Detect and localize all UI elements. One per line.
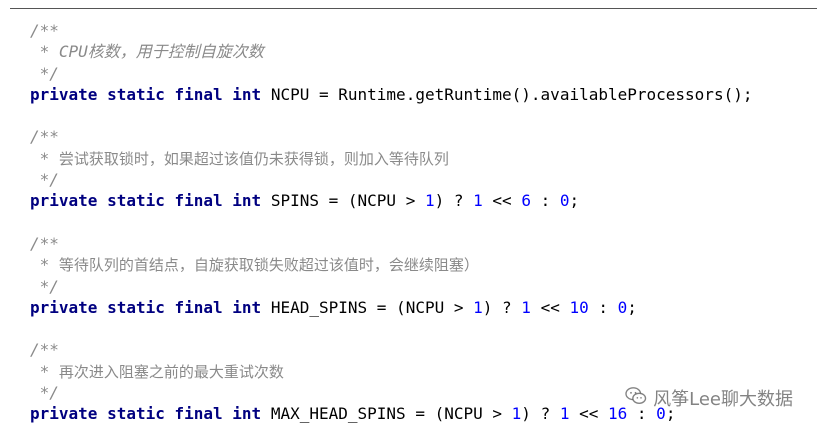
expr-part: << [482, 191, 522, 211]
blank-line [30, 105, 820, 126]
watermark: 风筝Lee聊大数据 [625, 385, 793, 411]
declaration-line: private static final int HEAD_SPINS = (N… [30, 297, 820, 318]
number-literal: 1 [521, 297, 531, 317]
code-block-head-spins: /** * 等待队列的首结点，自旋获取锁失败超过该值时，会继续阻塞） */ pr… [30, 233, 820, 318]
number-literal: 1 [511, 404, 522, 424]
keywords: private static final int [30, 84, 262, 104]
comment-open: /** [30, 21, 59, 40]
blank-line [30, 212, 820, 233]
expr-part: = (NCPU > [405, 404, 512, 424]
number-literal: 1 [424, 191, 435, 211]
field-name: NCPU [270, 84, 310, 104]
number-literal: 1 [473, 191, 483, 211]
expr-part: << [569, 404, 608, 424]
comment-prefix: * [30, 148, 59, 168]
number-literal: 16 [608, 404, 628, 424]
comment-close: */ [30, 276, 59, 296]
statement-end: ; [627, 297, 637, 317]
expr-part: : [627, 404, 657, 424]
expr-part: = (NCPU > [367, 297, 474, 317]
number-literal: 10 [569, 297, 589, 317]
comment-open: /** [30, 340, 59, 360]
comment-line: * CPU核数，用于控制自旋次数 [30, 41, 820, 62]
statement-end: ; [569, 191, 580, 211]
comment-line: * 尝试获取锁时，如果超过该值仍未获得锁，则加入等待队列 [30, 148, 820, 169]
comment-prefix: * [30, 361, 59, 381]
comment-close: */ [30, 383, 59, 403]
expr-part: : [588, 297, 618, 317]
number-literal: 6 [521, 191, 531, 211]
keywords: private static final int [30, 297, 262, 317]
expr-part: = (NCPU > [319, 191, 425, 211]
blank-line [30, 318, 820, 339]
top-divider [10, 8, 817, 9]
field-name: MAX_HEAD_SPINS [270, 404, 406, 424]
expr-part: ) ? [482, 297, 522, 317]
comment-open: /** [30, 233, 59, 253]
comment-prefix: * [30, 255, 59, 275]
comment-close: */ [30, 170, 59, 190]
field-name: SPINS [270, 191, 319, 211]
field-name: HEAD_SPINS [270, 297, 368, 317]
statement-end: ; [665, 404, 676, 424]
comment-close: */ [30, 63, 59, 83]
expr-part: ) ? [521, 404, 560, 424]
comment-open: /** [30, 127, 59, 147]
comment-line: * 等待队列的首结点，自旋获取锁失败超过该值时，会继续阻塞） [30, 254, 820, 275]
wechat-icon [625, 386, 647, 411]
keywords: private static final int [30, 404, 262, 424]
code-block-max-head-spins: /** * 再次进入阻塞之前的最大重试次数 */ private static … [30, 339, 820, 424]
comment-line: * 再次进入阻塞之前的最大重试次数 [30, 361, 820, 382]
code-block-spins: /** * 尝试获取锁时，如果超过该值仍未获得锁，则加入等待队列 */ priv… [30, 126, 820, 211]
comment-text: CPU核数，用于控制自旋次数 [58, 42, 264, 62]
number-literal: 0 [617, 297, 628, 317]
comment-text: 等待队列的首结点，自旋获取锁失败超过该值时，会继续阻塞） [58, 256, 479, 275]
number-literal: 1 [473, 297, 483, 317]
initializer: = Runtime.getRuntime().availableProcesso… [309, 84, 753, 104]
code-block-ncpu: /** * CPU核数，用于控制自旋次数 */ private static f… [30, 20, 820, 105]
number-literal: 0 [656, 404, 666, 424]
declaration-line: private static final int MAX_HEAD_SPINS … [30, 403, 820, 424]
declaration-line: private static final int SPINS = (NCPU >… [30, 190, 820, 211]
expr-part: : [530, 191, 560, 211]
declaration-line: private static final int NCPU = Runtime.… [30, 84, 820, 105]
comment-prefix: * [30, 42, 59, 62]
expr-part: << [530, 297, 570, 317]
number-literal: 1 [559, 404, 570, 424]
keywords: private static final int [30, 191, 262, 211]
number-literal: 0 [559, 191, 570, 211]
code-listing: /** * CPU核数，用于控制自旋次数 */ private static f… [30, 20, 820, 425]
watermark-text: 风筝Lee聊大数据 [653, 389, 793, 410]
comment-text: 尝试获取锁时，如果超过该值仍未获得锁，则加入等待队列 [58, 149, 449, 168]
comment-text: 再次进入阻塞之前的最大重试次数 [58, 362, 284, 381]
expr-part: ) ? [434, 191, 474, 211]
